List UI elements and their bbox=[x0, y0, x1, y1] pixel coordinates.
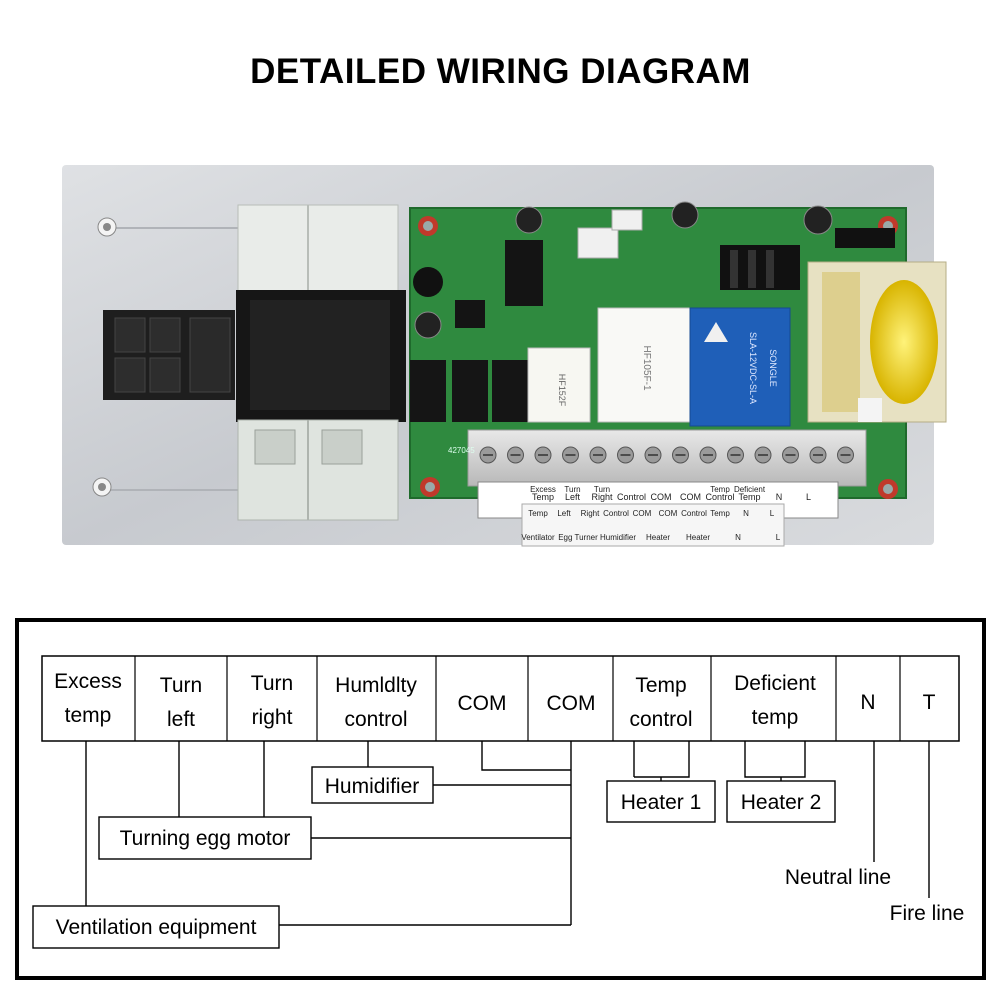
capacitor-icon bbox=[414, 201, 833, 339]
terminal-table bbox=[41, 655, 960, 742]
silkscreen-row-1: Excess Turn Turn Temp Deficient bbox=[530, 485, 766, 494]
board-silkscreen-label: L bbox=[806, 492, 811, 502]
terminal-t: T bbox=[923, 691, 936, 714]
terminal-deficient-temp-line2: temp bbox=[752, 706, 799, 729]
board-silkscreen-label: Control bbox=[617, 492, 646, 502]
terminal-excess-temp-line1: Excess bbox=[54, 670, 122, 693]
terminal-temp-control-line1: Temp bbox=[635, 674, 686, 697]
contactor-module bbox=[236, 204, 406, 521]
heatsink bbox=[720, 245, 800, 290]
board-silkscreen-label: Control bbox=[705, 492, 734, 502]
heater-1-label: Heater 1 bbox=[621, 791, 702, 814]
relay-songle-brand: SONGLE bbox=[768, 349, 778, 387]
turning-egg-motor-label: Turning egg motor bbox=[120, 827, 291, 850]
relay-songle-label: SLA-12VDC-SL-A bbox=[748, 332, 758, 404]
neutral-line-label: Neutral line bbox=[785, 866, 891, 889]
buzzer-icon bbox=[413, 267, 443, 297]
board-sticker-label: L bbox=[776, 533, 781, 542]
humidifier-label: Humidifier bbox=[325, 775, 420, 798]
board-sticker-label: Control bbox=[603, 509, 629, 518]
relay-hf105f bbox=[597, 307, 691, 423]
terminal-deficient-temp-line1: Deficient bbox=[734, 672, 816, 695]
terminal-com-1: COM bbox=[458, 692, 507, 715]
board-silkscreen-label: N bbox=[776, 492, 783, 502]
board-sticker-label: Control bbox=[681, 509, 707, 518]
terminal-excess-temp-line2: temp bbox=[65, 704, 112, 727]
board-silkscreen-label: Temp bbox=[710, 485, 730, 494]
terminal-humidity-control-line2: control bbox=[344, 708, 407, 731]
power-switch bbox=[103, 310, 235, 400]
terminal-screws bbox=[479, 446, 854, 464]
relay-hf105f-label: HF105F-1 bbox=[641, 345, 652, 390]
board-silkscreen-label: Turn bbox=[594, 485, 610, 494]
terminal-n: N bbox=[860, 691, 875, 714]
small-relays bbox=[410, 360, 528, 422]
ventilation-equipment-box bbox=[32, 905, 280, 949]
terminal-turn-right-line2: right bbox=[252, 706, 293, 729]
board-sticker-label: Left bbox=[557, 509, 571, 518]
fire-line-label: Fire line bbox=[890, 902, 965, 925]
warning-triangle-icon bbox=[704, 322, 728, 342]
terminal-turn-left-line1: Turn bbox=[160, 674, 202, 697]
terminal-humidity-control-line1: Humldlty bbox=[335, 674, 417, 697]
diagram-title: DETAILED WIRING DIAGRAM bbox=[250, 52, 751, 91]
board-silkscreen-label: Temp bbox=[532, 492, 554, 502]
board-silkscreen-label: Right bbox=[591, 492, 613, 502]
board-sticker-label: COM bbox=[633, 509, 652, 518]
standoff-icon bbox=[92, 217, 117, 497]
board-silkscreen-label: Deficient bbox=[734, 485, 766, 494]
board-silkscreen-label: Temp bbox=[738, 492, 760, 502]
heater-2-label: Heater 2 bbox=[741, 791, 822, 814]
board-sticker-label: Temp bbox=[710, 509, 730, 518]
board-silkscreen-label: Left bbox=[565, 492, 581, 502]
board-silkscreen-label: COM bbox=[680, 492, 701, 502]
board-silkscreen-label: Excess bbox=[530, 485, 556, 494]
terminal-turn-right-line1: Turn bbox=[251, 672, 293, 695]
terminal-temp-control-line2: control bbox=[629, 708, 692, 731]
board-sticker-label: N bbox=[743, 509, 749, 518]
board-sticker-label: Heater bbox=[646, 533, 670, 542]
board-sticker-label: Humidifier bbox=[600, 533, 636, 542]
relay-hf152f bbox=[527, 347, 591, 423]
microcontroller-chip bbox=[505, 240, 543, 306]
board-sticker-label: N bbox=[735, 533, 741, 542]
transformer bbox=[807, 261, 947, 423]
terminal-block bbox=[467, 429, 867, 487]
board-silkscreen-label: Turn bbox=[564, 485, 580, 494]
terminal-turn-left-line2: left bbox=[167, 708, 195, 731]
heater-2-box bbox=[726, 780, 836, 823]
wires bbox=[85, 741, 930, 926]
board-sticker-label: Ventilator bbox=[521, 533, 555, 542]
pcb-code: 427045 bbox=[448, 446, 475, 455]
humidifier-box bbox=[311, 766, 434, 804]
board-sticker-label: L bbox=[770, 509, 775, 518]
schematic-frame bbox=[15, 618, 986, 980]
board-sticker-label: Right bbox=[581, 509, 600, 518]
board-sticker-label: Temp bbox=[528, 509, 548, 518]
board-sticker-label: Egg Turner bbox=[558, 533, 598, 542]
board-sticker-label: COM bbox=[659, 509, 678, 518]
turning-egg-motor-box bbox=[98, 816, 312, 860]
relay-hf152f-label: HF152F bbox=[557, 374, 567, 407]
terminal-com-2: COM bbox=[547, 692, 596, 715]
board-sticker-label: Heater bbox=[686, 533, 710, 542]
heater-1-box bbox=[606, 780, 716, 823]
ventilation-equipment-label: Ventilation equipment bbox=[56, 916, 257, 939]
relay-songle bbox=[689, 307, 791, 427]
silkscreen-row-2: Temp Left Right Control COM COM Control Temp N L bbox=[532, 492, 811, 502]
board-silkscreen-label: COM bbox=[651, 492, 672, 502]
